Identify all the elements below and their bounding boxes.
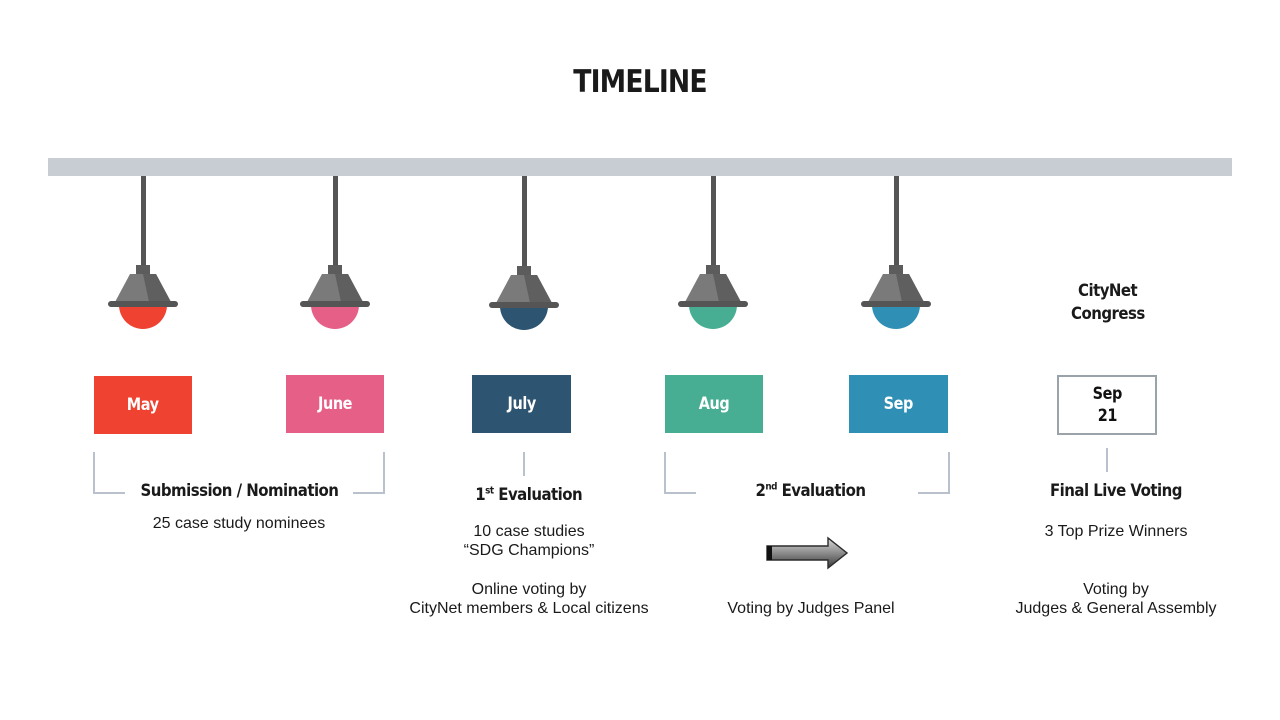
congress-label: CityNet Congress — [1048, 280, 1168, 326]
first-eval-title: 1st Evaluation — [429, 485, 629, 505]
pendant-lamp-icon — [300, 265, 370, 329]
month-label-sep: Sep — [883, 394, 914, 414]
page-title: TIMELINE — [573, 64, 707, 100]
pendant-lamp-icon — [861, 265, 931, 329]
lamp-cord-aug — [710, 176, 716, 265]
lamp-cord-june — [332, 176, 338, 265]
submission-text: 25 case study nominees — [152, 515, 326, 532]
first-eval-line1: 10 case studies — [473, 523, 585, 540]
right-arrow-icon — [766, 536, 849, 570]
month-box-aug: Aug — [665, 375, 763, 433]
month-label-aug: Aug — [698, 394, 730, 414]
submission-title-text: Submission / Nomination — [140, 481, 338, 501]
final-line3: Judges & General Assembly — [1015, 600, 1217, 617]
lamp-cord-may — [140, 176, 146, 265]
month-box-june: June — [286, 375, 384, 433]
bracket-right-submission — [353, 452, 385, 494]
congress-date-month: Sep — [1092, 384, 1122, 404]
congress-label-line1: CityNet — [1078, 281, 1138, 301]
second-eval-sup: nd — [764, 481, 777, 493]
hanging-rail — [48, 158, 1232, 176]
congress-date-box: Sep 21 — [1057, 375, 1157, 435]
first-eval-line4: CityNet members & Local citizens — [409, 600, 649, 617]
final-line2: Voting by — [1083, 581, 1149, 598]
bracket-left-submission — [93, 452, 125, 494]
first-eval-sup: st — [485, 485, 494, 497]
month-label-may: May — [127, 395, 159, 415]
pendant-lamp-icon — [678, 265, 748, 329]
month-label-june: June — [317, 394, 353, 414]
month-box-may: May — [94, 376, 192, 434]
pendant-lamp-icon — [489, 266, 559, 330]
second-eval-rest: Evaluation — [776, 481, 865, 501]
second-eval-title: 2nd Evaluation — [710, 481, 910, 501]
connector-first-eval — [523, 452, 525, 476]
first-eval-line3: Online voting by — [471, 581, 587, 598]
month-box-july: July — [472, 375, 571, 433]
second-eval-num: 2 — [755, 481, 765, 501]
final-title-text: Final Live Voting — [1050, 481, 1182, 501]
pendant-lamp-icon — [108, 265, 178, 329]
lamp-cord-sep — [893, 176, 899, 265]
second-eval-text: Voting by Judges Panel — [727, 600, 895, 617]
bracket-left-second-eval — [664, 452, 696, 494]
connector-final — [1106, 448, 1108, 472]
congress-label-line2: Congress — [1071, 304, 1145, 324]
first-eval-num: 1 — [475, 485, 486, 505]
submission-title: Submission / Nomination — [119, 481, 359, 501]
month-label-july: July — [507, 394, 536, 414]
first-eval-line2: “SDG Champions” — [463, 542, 595, 559]
final-title: Final Live Voting — [1016, 481, 1216, 501]
month-box-sep: Sep — [849, 375, 948, 433]
lamp-cord-july — [521, 176, 527, 266]
final-line1: 3 Top Prize Winners — [1044, 523, 1188, 540]
first-eval-rest: Evaluation — [493, 485, 583, 505]
bracket-right-second-eval — [918, 452, 950, 494]
congress-date-day: 21 — [1097, 406, 1117, 426]
